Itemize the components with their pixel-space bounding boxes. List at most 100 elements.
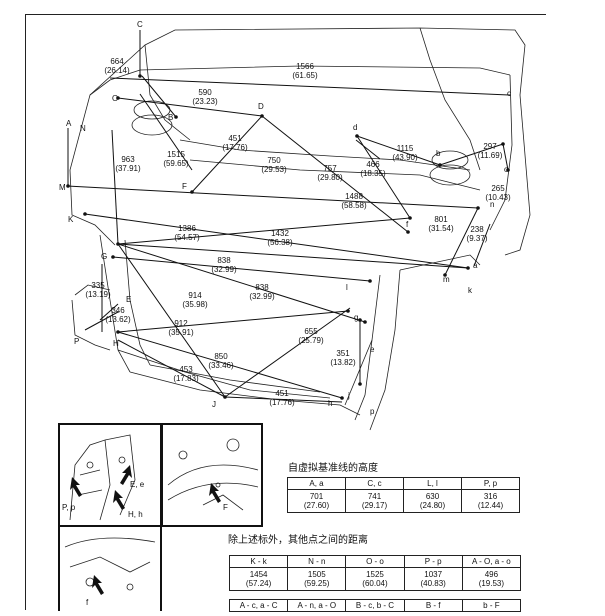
- inset-label-pp: P, p: [62, 503, 76, 512]
- body-dimension-diagram: C A N O B D M K F d b c o n a f m k G E …: [59, 20, 531, 431]
- height-table: A, a C, c L, l P, p 701(27.60) 741(29.17…: [287, 477, 520, 513]
- dim-in: (17.76): [269, 398, 295, 407]
- header-cell: P, p: [461, 477, 520, 490]
- dim-mm: 801: [434, 215, 448, 224]
- dimension-labels: 664 (26.14) 590 (23.23) 1566 (61.65) 963…: [85, 57, 511, 407]
- dim-mm: 838: [255, 283, 269, 292]
- value-in: (29.17): [361, 501, 388, 510]
- value-cell: 741(29.17): [345, 489, 404, 513]
- point-B: B: [168, 113, 173, 122]
- inset-label-ee: E, e: [130, 480, 145, 489]
- dimension-lines: [66, 30, 511, 403]
- value-in: (59.25): [304, 579, 330, 588]
- dim-in: (32.99): [211, 265, 237, 274]
- value-mm: 741: [367, 492, 382, 501]
- dim-mm: 335: [91, 281, 105, 290]
- point-E: E: [126, 295, 131, 304]
- value-cell: 701(27.60): [287, 489, 346, 513]
- point-a: a: [473, 261, 478, 270]
- header-cell: L, l: [403, 477, 462, 490]
- dim-mm: 963: [121, 155, 135, 164]
- dim-in: (26.14): [104, 66, 130, 75]
- inset-label-f: f: [86, 598, 89, 607]
- header-cell: C, c: [345, 477, 404, 490]
- dim-mm: 1115: [397, 144, 414, 153]
- value-cell: 316(12.44): [461, 489, 520, 513]
- point-m: m: [443, 275, 450, 284]
- distance-table-2: A - c, a - C A - n, a - O B - c, b - C B…: [228, 599, 522, 612]
- dim-mm: 1488: [345, 192, 363, 201]
- dim-in: (35.91): [168, 328, 194, 337]
- dim-mm: 1432: [271, 229, 289, 238]
- value-mm: 630: [425, 492, 440, 501]
- dim-in: (43.90): [392, 153, 418, 162]
- dim-mm: 466: [366, 160, 380, 169]
- inset-label-hh: H, h: [128, 510, 143, 519]
- point-A: A: [66, 119, 72, 128]
- point-g: g: [354, 313, 358, 322]
- table2-caption: 除上述标外，其他点之间的距离: [228, 535, 368, 546]
- point-G: G: [101, 252, 107, 261]
- value-mm: 1454: [249, 570, 268, 579]
- value-mm: 1037: [424, 570, 443, 579]
- dim-in: (29.53): [261, 165, 287, 174]
- arrow-icon: [92, 575, 104, 595]
- point-k: k: [468, 286, 473, 295]
- point-C: C: [137, 20, 143, 29]
- dim-mm: 590: [198, 88, 212, 97]
- arrow-icon: [209, 483, 221, 503]
- dim-mm: 265: [491, 184, 505, 193]
- inset-bottom-detail: f: [58, 525, 162, 611]
- value-mm: 316: [483, 492, 498, 501]
- value-cell: 630(24.80): [403, 489, 462, 513]
- value-mm: 1525: [366, 570, 384, 579]
- point-J: J: [212, 400, 216, 409]
- dim-in: (18.35): [360, 169, 386, 178]
- dim-in: (33.46): [208, 361, 234, 370]
- header-cell: b - F: [461, 599, 522, 612]
- value-in: (40.83): [420, 579, 446, 588]
- dim-in: (13.82): [330, 358, 356, 367]
- dim-in: (17.83): [173, 374, 199, 383]
- table-row: 1454(57.24) 1505(59.25) 1525(60.04) 1037…: [228, 567, 522, 591]
- dim-in: (13.62): [105, 315, 131, 324]
- dim-in: (58.58): [341, 201, 367, 210]
- body-outline: [69, 27, 531, 431]
- dim-mm: 346: [111, 306, 125, 315]
- arrow-icon: [120, 465, 132, 485]
- value-cell: 1505(59.25): [287, 567, 347, 591]
- dim-mm: 850: [214, 352, 228, 361]
- point-h: h: [328, 399, 332, 408]
- dim-mm: 1566: [296, 62, 314, 71]
- point-K: K: [68, 215, 74, 224]
- value-cell: 1037(40.83): [403, 567, 463, 591]
- inset-right-drawing: [167, 438, 259, 511]
- diagram-frame: [25, 14, 546, 610]
- dim-in: (29.80): [317, 173, 343, 182]
- header-cell: K - k: [228, 555, 289, 568]
- inset-label-F: F: [223, 503, 228, 512]
- dim-in: (54.57): [174, 233, 200, 242]
- dim-in: (13.19): [85, 290, 111, 299]
- dim-in: (35.98): [182, 300, 208, 309]
- point-j: j: [347, 391, 350, 400]
- value-in: (60.04): [362, 579, 388, 588]
- header-cell: A - n, a - O: [287, 599, 347, 612]
- dim-in: (17.76): [222, 143, 248, 152]
- dim-in: (9.37): [467, 234, 488, 243]
- point-M: M: [59, 183, 66, 192]
- dim-mm: 914: [188, 291, 202, 300]
- dim-mm: 297: [483, 142, 497, 151]
- dim-in: (32.99): [249, 292, 275, 301]
- value-cell: 496(19.53): [461, 567, 522, 591]
- value-in: (19.53): [478, 579, 505, 588]
- point-o: o: [504, 165, 509, 174]
- point-f: f: [406, 220, 409, 229]
- dim-in: (61.65): [292, 71, 318, 80]
- dim-in: (25.79): [298, 336, 324, 345]
- value-in: (12.44): [477, 501, 504, 510]
- point-P: P: [74, 337, 79, 346]
- point-N: N: [80, 124, 86, 133]
- table1-caption: 自虚拟基准线的高度: [288, 463, 378, 474]
- dim-in: (37.91): [115, 164, 141, 173]
